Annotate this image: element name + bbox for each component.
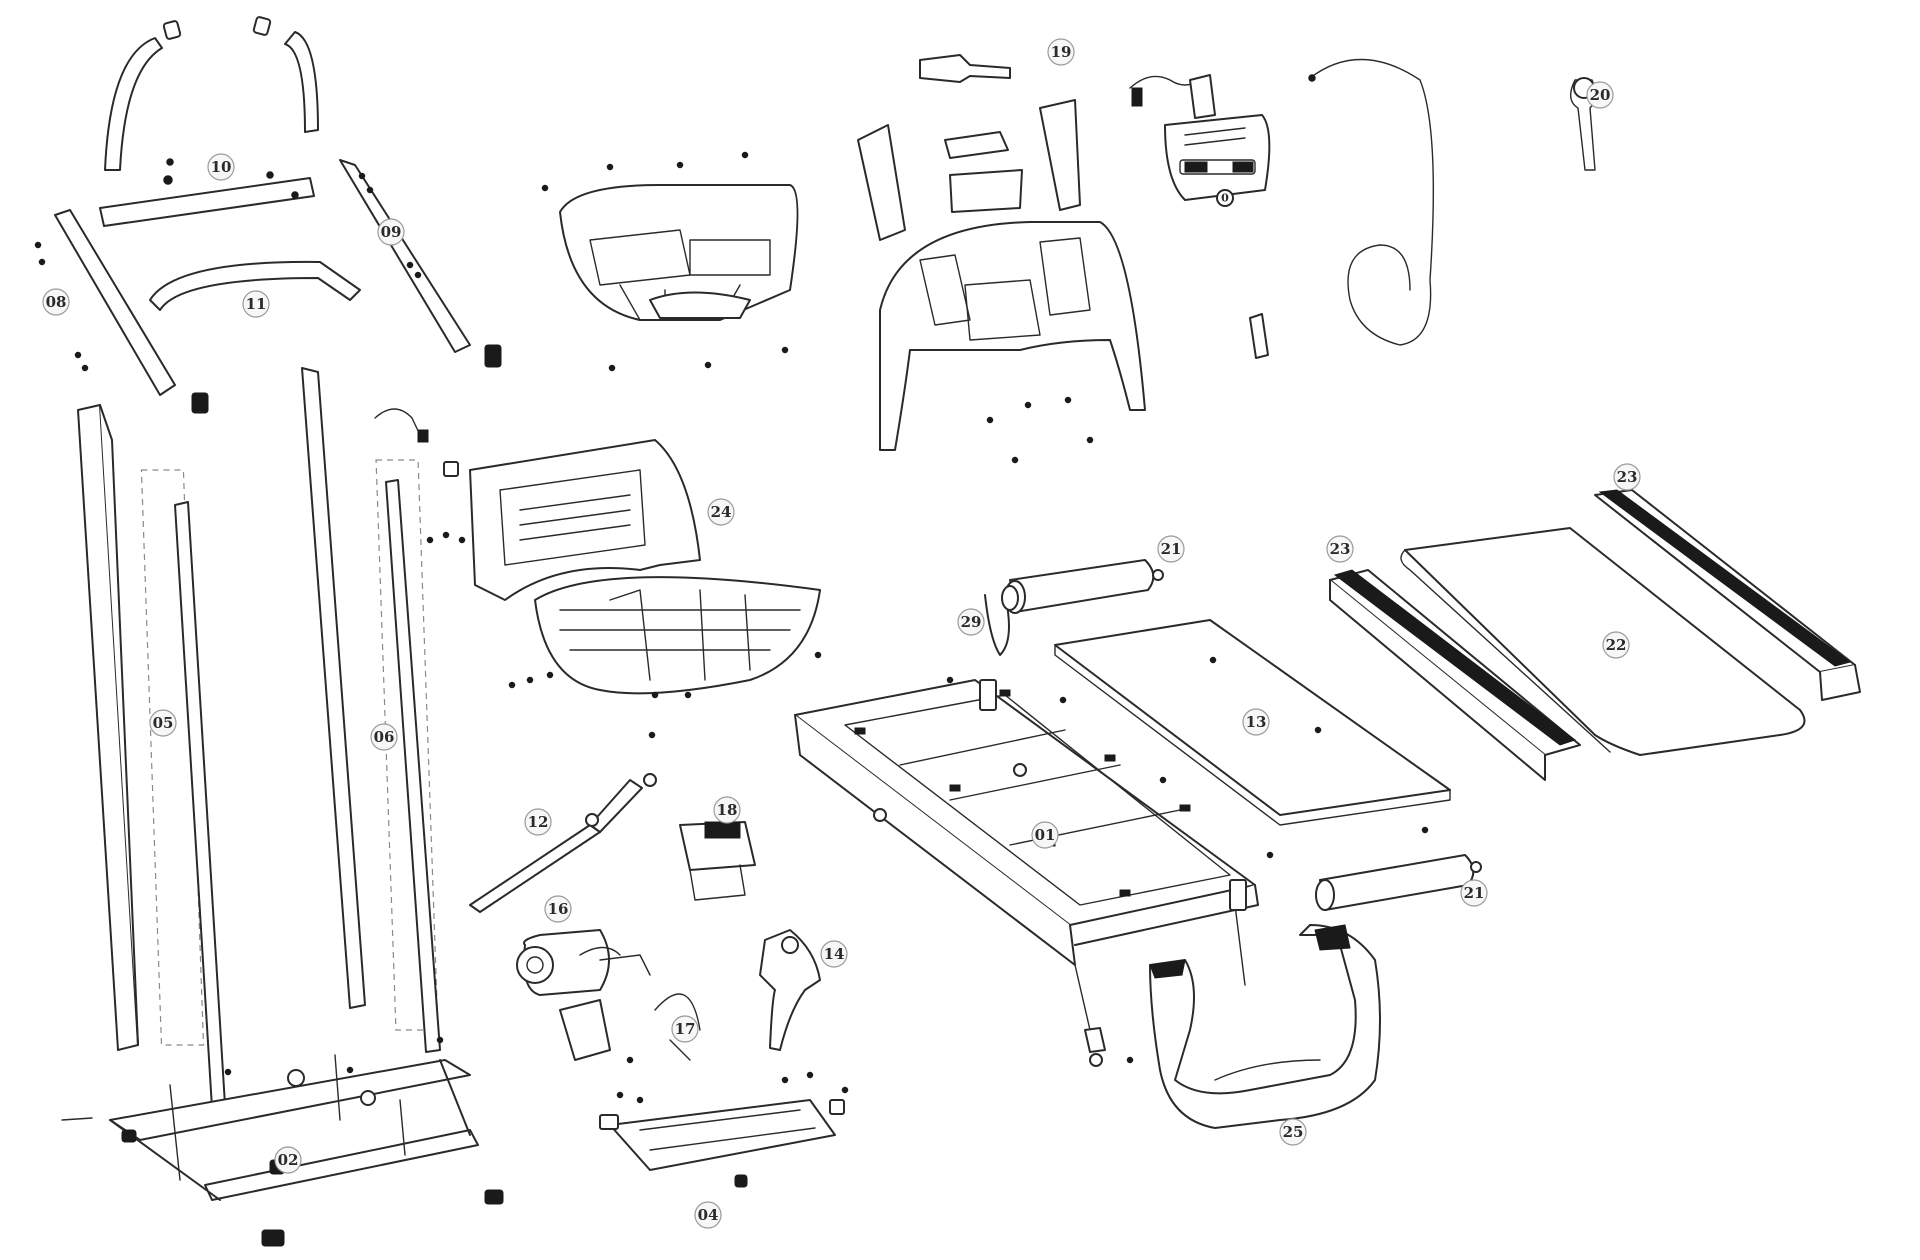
callout-12: 12 [524,808,552,836]
callout-10: 10 [207,153,235,181]
lift-and-motor-parts [469,773,849,1188]
callout-21-rear: 21 [1460,879,1488,907]
svg-text:05: 05 [153,714,174,732]
console-assembly: 0 [857,54,1597,464]
svg-text:08: 08 [46,293,67,311]
svg-text:23: 23 [1330,540,1351,558]
svg-text:16: 16 [548,900,569,918]
svg-text:01: 01 [1035,826,1056,844]
svg-text:22: 22 [1606,636,1627,654]
motor-cover-screws [426,531,822,739]
svg-text:18: 18 [717,801,738,819]
svg-text:10: 10 [211,158,232,176]
hood-screws [541,151,789,372]
svg-text:06: 06 [374,728,395,746]
svg-text:25: 25 [1283,1123,1304,1141]
callout-23-left: 23 [1326,535,1354,563]
deck-bolts [1059,656,1429,859]
callout-08: 08 [42,288,70,316]
svg-text:14: 14 [824,945,845,963]
svg-text:11: 11 [246,295,267,313]
callout-04: 04 [694,1201,722,1229]
handlebar-assembly [34,16,502,414]
left-side-rail [1329,569,1581,781]
callout-06: 06 [370,723,398,751]
callout-09: 09 [377,218,405,246]
svg-text:02: 02 [278,1151,299,1169]
callout-02: 02 [274,1146,302,1174]
base-frame [61,1036,504,1247]
svg-text:12: 12 [528,813,549,831]
console-screws [986,396,1094,464]
svg-text:19: 19 [1051,43,1072,61]
callout-21-front: 21 [1157,535,1185,563]
console-key-button [1216,189,1234,207]
motor-cover-body [374,408,822,739]
svg-text:21: 21 [1464,884,1485,902]
rear-roller [1315,854,1482,911]
svg-text:24: 24 [711,503,732,521]
callout-11: 11 [242,290,270,318]
front-roller [984,559,1164,656]
callout-22: 22 [1602,631,1630,659]
callout-24: 24 [707,498,735,526]
callout-01: 01 [1031,821,1059,849]
running-belt [1400,527,1806,756]
svg-text:13: 13 [1246,713,1267,731]
rear-end-cap [1149,924,1381,1129]
callout-29: 29 [957,608,985,636]
callout-13: 13 [1242,708,1270,736]
svg-text:20: 20 [1590,86,1611,104]
callout-05: 05 [149,709,177,737]
svg-text:09: 09 [381,223,402,241]
handlebar-screws [34,158,422,372]
callout-23-right: 23 [1613,463,1641,491]
callout-14: 14 [820,940,848,968]
right-side-rail [1594,489,1861,701]
callout-labels: 01 02 04 05 06 08 09 10 11 12 13 14 16 1… [42,38,1641,1229]
callout-20: 20 [1586,81,1614,109]
lift-screws [616,1056,849,1104]
main-frame [794,676,1259,1067]
svg-text:17: 17 [675,1020,696,1038]
svg-text:29: 29 [961,613,982,631]
svg-text:04: 04 [698,1206,719,1224]
callout-25: 25 [1279,1118,1307,1146]
callout-18: 18 [713,796,741,824]
motor-hood-top [541,151,799,372]
callout-16: 16 [544,895,572,923]
svg-text:21: 21 [1161,540,1182,558]
upright-assembly [77,367,441,1109]
console-display-label: 0 [1221,192,1229,205]
svg-text:23: 23 [1617,468,1638,486]
callout-19: 19 [1047,38,1075,66]
callout-17: 17 [671,1015,699,1043]
